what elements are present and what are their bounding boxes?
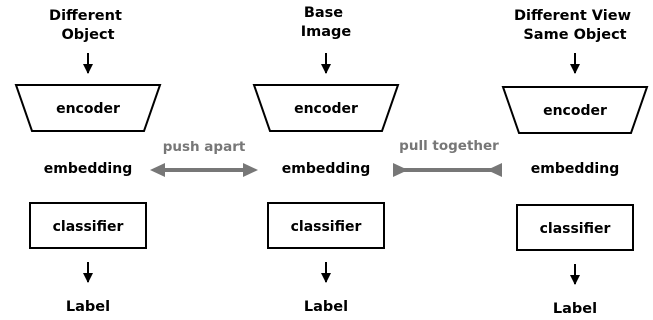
input-label-base-image: Base Image	[301, 5, 352, 40]
classifier-label: classifier	[53, 219, 124, 235]
push-apart-relation: push apart	[150, 139, 258, 177]
output-label: Label	[66, 299, 110, 315]
pull-together-right-arrowhead	[487, 163, 502, 177]
column-base-image: Base Image encoder embedding classifier …	[252, 5, 400, 315]
encoder-trapezoid	[14, 84, 162, 132]
column-different-view-same-object: Different View Same Object encoder embed…	[501, 8, 649, 317]
encoder-trapezoid	[501, 86, 649, 134]
input-label-different-object: Different Object	[49, 8, 127, 43]
input-label-different-view: Different View Same Object	[514, 8, 636, 43]
output-label: Label	[553, 301, 597, 317]
pull-together-label: pull together	[399, 138, 499, 154]
classifier-box	[267, 202, 385, 249]
embedding-label: embedding	[282, 161, 370, 177]
push-apart-right-arrowhead	[243, 163, 258, 177]
output-label: Label	[304, 299, 348, 315]
embedding-label: embedding	[531, 161, 619, 177]
pull-together-left-arrowhead	[393, 163, 408, 177]
encoder-label: encoder	[294, 101, 358, 117]
push-apart-left-arrowhead	[150, 163, 165, 177]
encoder-label: encoder	[56, 101, 120, 117]
push-apart-label: push apart	[163, 139, 246, 155]
classifier-box	[29, 202, 147, 249]
classifier-label: classifier	[540, 221, 611, 237]
encoder-label: encoder	[543, 103, 607, 119]
classifier-label: classifier	[291, 219, 362, 235]
column-different-object: Different Object encoder embedding class…	[14, 8, 162, 315]
encoder-trapezoid	[252, 84, 400, 132]
pull-together-relation: pull together	[393, 138, 502, 177]
classifier-box	[516, 204, 634, 251]
embedding-label: embedding	[44, 161, 132, 177]
